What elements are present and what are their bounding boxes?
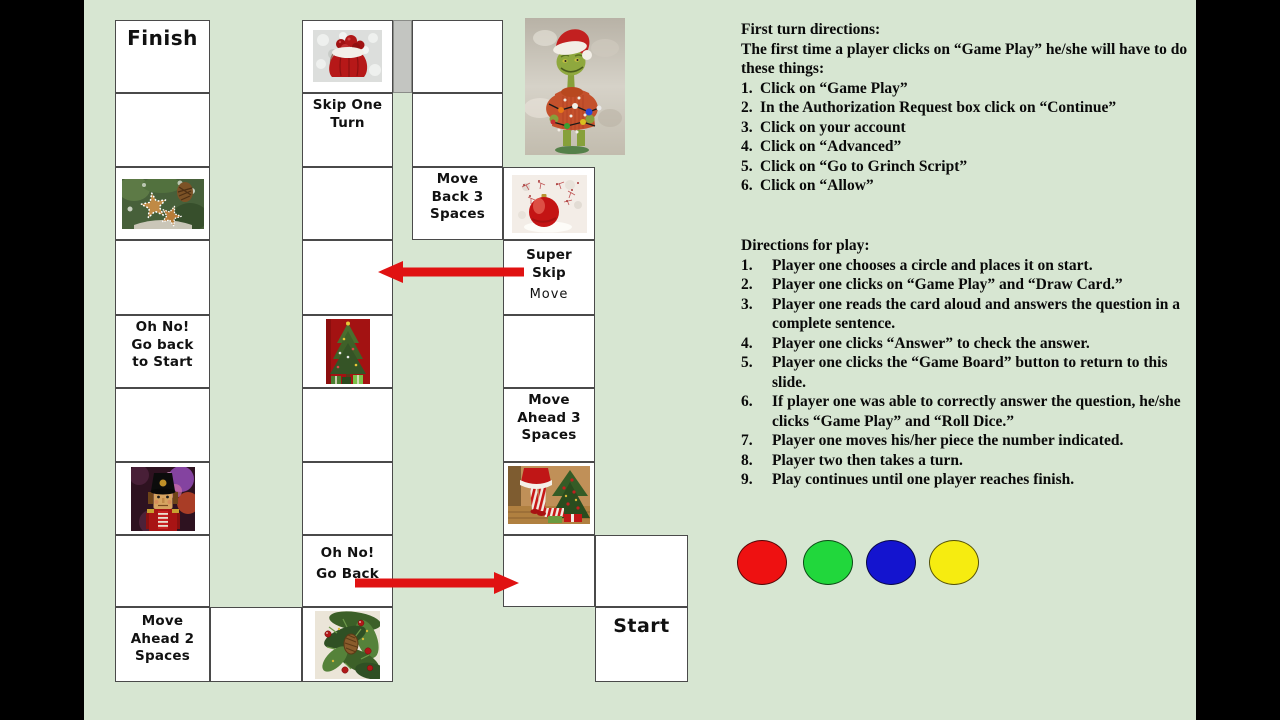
player-token-yellow[interactable] (929, 540, 979, 585)
cell-empty (115, 93, 210, 167)
cell-finish: Finish (115, 20, 210, 93)
star-cookies-image (121, 179, 204, 229)
player-token-blue[interactable] (866, 540, 916, 585)
cell-empty (210, 607, 302, 682)
cell-oh-no-go-back-to-start: Oh No! Go back to Start (115, 315, 210, 388)
list-item: 5.Click on “Go to Grinch Script” (741, 157, 968, 175)
nutcracker-image (130, 467, 195, 531)
first-turn-intro: The first time a player clicks on “Game … (741, 40, 1188, 78)
list-item: 8.Player two then takes a turn. (741, 451, 963, 469)
list-item: 1.Player one chooses a circle and places… (741, 256, 1093, 274)
player-token-red[interactable] (737, 540, 787, 585)
cell-empty (503, 315, 595, 388)
cell-ornament (503, 167, 595, 240)
right-letterbox-bar (1196, 0, 1280, 720)
striped-stockings-image (508, 466, 590, 524)
cell-super-skip: Super Skip Move (503, 240, 595, 315)
list-item: 6.If player one was able to correctly an… (741, 393, 1181, 430)
list-item: 4.Player one clicks “Answer” to check th… (741, 334, 1090, 352)
cell-empty (302, 462, 393, 535)
cell-move-ahead-3: Move Ahead 3 Spaces (503, 388, 595, 462)
christmas-tree-image (325, 319, 370, 384)
cell-cookies (115, 167, 210, 240)
cell-move-back-3: Move Back 3 Spaces (412, 167, 503, 240)
cell-empty (302, 388, 393, 462)
cell-empty (115, 535, 210, 607)
red-ornament-image (511, 175, 587, 233)
cell-empty (115, 388, 210, 462)
cell-greenery (302, 607, 393, 682)
list-item: 2.Player one clicks on “Game Play” and “… (741, 276, 1123, 293)
cell-oh-no-go-back: Oh No! Go Back (302, 535, 393, 607)
list-item: 9.Play continues until one player reache… (741, 471, 1075, 488)
directions-for-play: Directions for play: 1.Player one choose… (741, 236, 1193, 490)
cell-empty (595, 535, 688, 607)
evergreen-wreath-image (315, 611, 380, 679)
cell-move-ahead-2: Move Ahead 2 Spaces (115, 607, 210, 682)
super-skip-move-label: Move (529, 287, 569, 302)
super-skip-arrow-icon (376, 258, 526, 286)
player-token-green[interactable] (803, 540, 853, 585)
list-item: 7.Player one moves his/her piece the num… (741, 432, 1124, 449)
cell-stockings (503, 462, 595, 535)
list-item: 1.Click on “Game Play” (741, 79, 908, 97)
list-item: 3.Click on your account (741, 118, 906, 136)
santa-bag-image (313, 30, 382, 82)
cell-start: Start (595, 607, 688, 682)
super-skip-label: Super Skip (526, 247, 572, 281)
list-item: 6.Click on “Allow” (741, 177, 874, 194)
first-turn-directions: First turn directions: The first time a … (741, 20, 1193, 196)
cell-empty (412, 20, 503, 93)
cell-santa-bag (302, 20, 393, 93)
cell-empty (115, 240, 210, 315)
left-letterbox-bar (0, 0, 84, 720)
path-connector-block (393, 20, 412, 93)
play-directions-title: Directions for play: (741, 237, 870, 254)
first-turn-title: First turn directions: (741, 21, 881, 38)
cell-nutcracker (115, 462, 210, 535)
cell-skip-one-turn: Skip One Turn (302, 93, 393, 167)
go-back-arrow-icon (353, 569, 521, 597)
cell-empty (412, 93, 503, 167)
list-item: 3.Player one reads the card aloud and an… (741, 295, 1181, 333)
cell-christmas-tree (302, 315, 393, 388)
cell-empty (503, 535, 595, 607)
list-item: 4.Click on “Advanced” (741, 138, 902, 155)
grinch-figurine-image (525, 18, 625, 155)
list-item: 5.Player one clicks the “Game Board” but… (741, 354, 1168, 391)
cell-empty (302, 167, 393, 240)
list-item: 2.In the Authorization Request box click… (741, 99, 1117, 116)
